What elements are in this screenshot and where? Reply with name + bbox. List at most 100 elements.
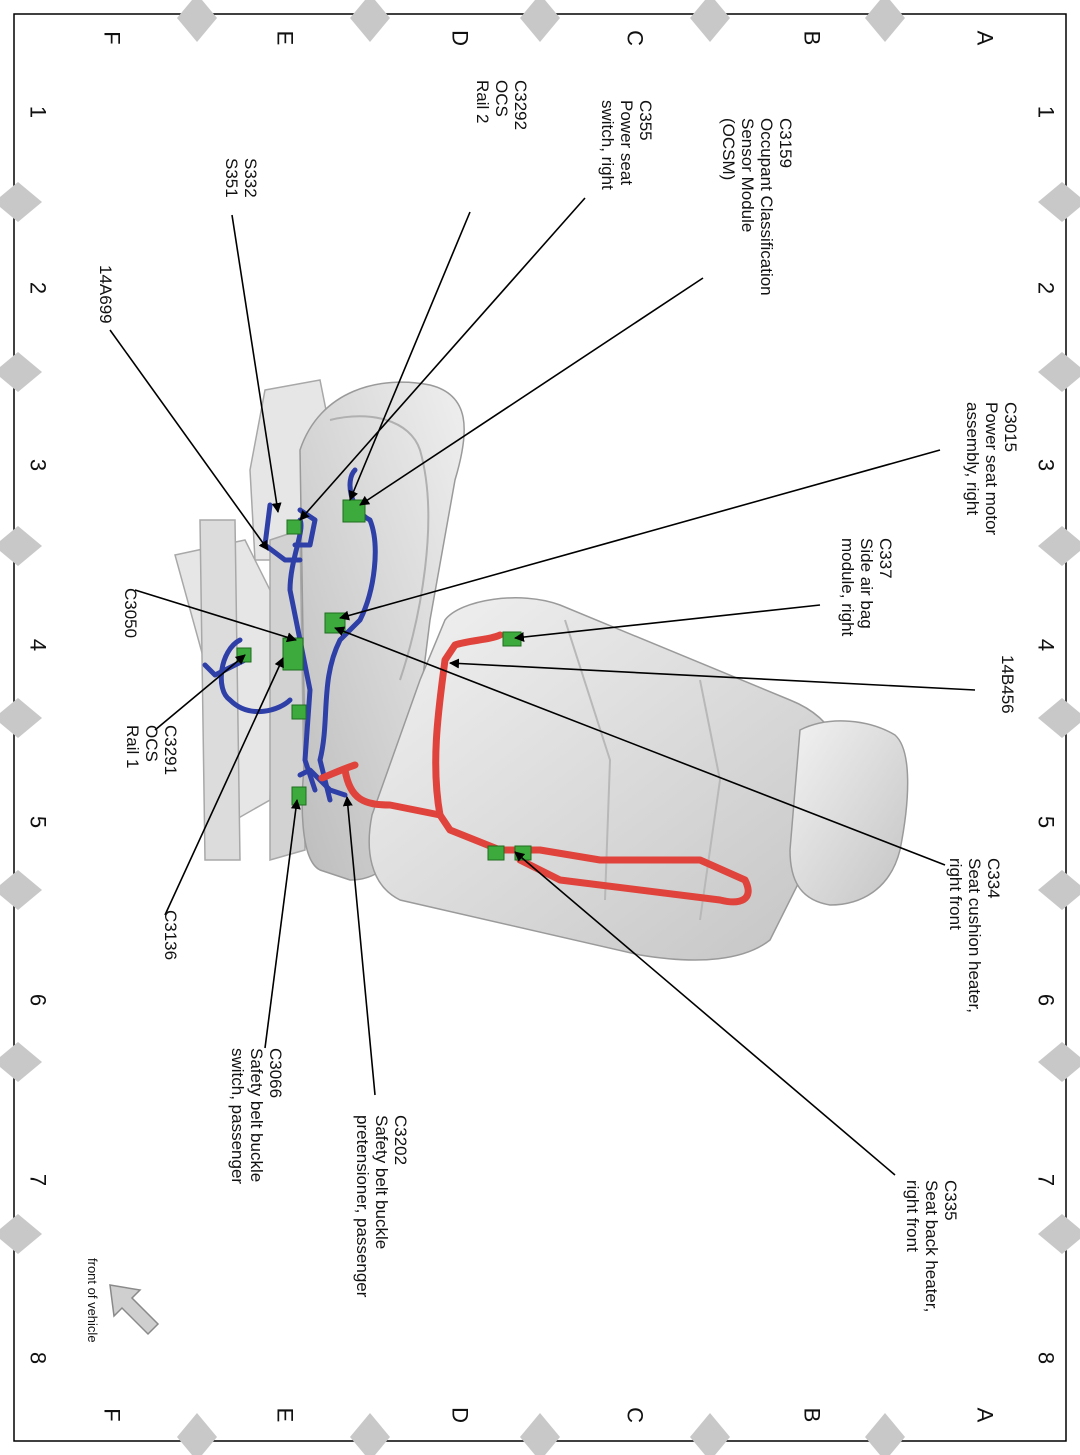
grid-diamond — [0, 1042, 42, 1082]
leader-line — [449, 658, 976, 691]
leader-line — [154, 654, 246, 731]
callout-description: Seat cushion heater, — [965, 858, 984, 1013]
grid-letter-top: A — [973, 31, 998, 46]
grid-letter-top: B — [800, 31, 825, 46]
callout-code: 14B456 — [998, 655, 1017, 714]
grid-diamond — [690, 0, 730, 42]
arrow-up-left-icon — [109, 1284, 160, 1336]
grid-diamond — [1038, 526, 1080, 566]
callout-c3050: C3050 — [121, 588, 140, 638]
grid-diamond — [0, 526, 42, 566]
leader-line — [514, 604, 821, 643]
leader-line — [109, 329, 269, 551]
leader-lines — [109, 197, 976, 1176]
grid-diamond — [0, 698, 42, 738]
callout-description: Safety belt buckle — [372, 1115, 391, 1249]
leader-line — [342, 796, 376, 1096]
grid-diamond — [690, 1413, 730, 1455]
callout-code: C3202 — [391, 1115, 410, 1165]
grid-number-left: 5 — [26, 816, 51, 828]
grid-diamond — [0, 352, 42, 392]
grid-diamond — [1038, 1042, 1080, 1082]
grid-number-right: 2 — [1034, 282, 1059, 294]
callout-code: C3050 — [121, 588, 140, 638]
grid-number-right: 6 — [1034, 994, 1059, 1006]
leader-line — [164, 657, 284, 916]
callout-description: OCS — [492, 80, 511, 117]
grid-letter-bottom: B — [800, 1408, 825, 1423]
grid-diamond — [350, 1413, 390, 1455]
grid-number-right: 8 — [1034, 1352, 1059, 1364]
grid-number-left: 8 — [26, 1352, 51, 1364]
front-of-vehicle-label: front of vehicle — [85, 1258, 100, 1343]
grid-number-right: 5 — [1034, 816, 1059, 828]
callout-description: Seat back heater, — [922, 1180, 941, 1312]
callout-description: Rail 2 — [473, 80, 492, 123]
callout-c3136: C3136 — [161, 910, 180, 960]
callout-14a699: 14A699 — [96, 265, 115, 324]
headrest — [789, 720, 909, 906]
callout-description: Sensor Module — [738, 118, 757, 232]
callout-code: C337 — [876, 538, 895, 579]
callout-code: S332 — [241, 158, 260, 198]
grid-number-left: 6 — [26, 994, 51, 1006]
grid-diamond — [865, 0, 905, 42]
leader-line — [339, 449, 941, 621]
leader-line — [514, 851, 896, 1176]
leader-line — [134, 589, 297, 643]
callout-description: right front — [903, 1180, 922, 1252]
grid-diamond — [177, 0, 217, 42]
callout-14b456: 14B456 — [998, 655, 1017, 714]
callout-description: assembly, right — [963, 402, 982, 515]
leader-line — [348, 211, 471, 501]
grid-diamond — [0, 870, 42, 910]
callout-description: Occupant Classification — [757, 118, 776, 296]
grid-letter-bottom: F — [100, 1408, 125, 1421]
callout-code: C335 — [941, 1180, 960, 1221]
grid-number-right: 1 — [1034, 106, 1059, 118]
grid-number-left: 4 — [26, 639, 51, 651]
grid-letter-bottom: D — [448, 1407, 473, 1423]
callout-code: C3291 — [161, 725, 180, 775]
callout-code: C3292 — [511, 80, 530, 130]
grid-number-left: 3 — [26, 459, 51, 471]
grid-diamond — [350, 0, 390, 42]
grid-letter-bottom: C — [623, 1407, 648, 1423]
callout-description: (OCSM) — [719, 118, 738, 180]
grid-number-left: 7 — [26, 1174, 51, 1186]
grid-number-right: 3 — [1034, 459, 1059, 471]
seat-cushion — [299, 381, 465, 881]
grid-diamond — [520, 0, 560, 42]
grid-letter-top: F — [100, 31, 125, 44]
grid-diamond — [1038, 352, 1080, 392]
grid-number-right: 7 — [1034, 1174, 1059, 1186]
callout-code: C3066 — [266, 1048, 285, 1098]
callout-description: switch, passenger — [228, 1048, 247, 1184]
grid-diamond — [177, 1413, 217, 1455]
callout-description: Power seat — [617, 100, 636, 185]
callout-code: C334 — [984, 858, 1003, 899]
leader-line — [359, 277, 704, 506]
grid-letter-top: E — [273, 31, 298, 46]
grid-diamond — [0, 1214, 42, 1254]
grid-diamond — [1038, 698, 1080, 738]
grid-diamond — [0, 182, 42, 222]
callout-description: S351 — [222, 158, 241, 198]
grid-diamond — [1038, 1214, 1080, 1254]
leader-line — [299, 197, 586, 521]
grid-diamond — [1038, 870, 1080, 910]
grid-diamond — [1038, 182, 1080, 222]
connectors — [236, 499, 532, 861]
leader-line — [231, 214, 282, 513]
grid-letter-top: C — [623, 30, 648, 46]
